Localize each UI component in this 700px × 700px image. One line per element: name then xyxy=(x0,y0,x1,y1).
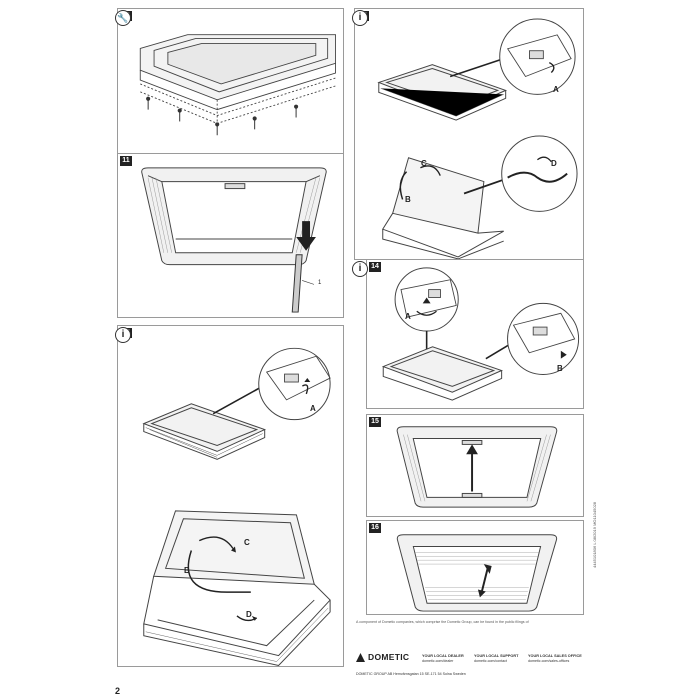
step-11-illustration xyxy=(141,167,327,313)
footer-sales: YOUR LOCAL SALES OFFICE dometic.com/sale… xyxy=(528,654,582,664)
step-15-illustration xyxy=(396,426,558,508)
sales-link[interactable]: dometic.com/sales-offices xyxy=(528,659,570,663)
dometic-logo-icon xyxy=(356,653,365,663)
step-10-illustration xyxy=(139,34,336,136)
footer-support: YOUR LOCAL SUPPORT dometic.com/contact xyxy=(474,654,518,664)
wrench-icon: 🔧 xyxy=(115,10,131,26)
document-code: 4445101806 L 08/2019 MO11045028 xyxy=(592,455,600,615)
page-number: 2 xyxy=(115,686,121,696)
marker-label: A xyxy=(405,312,411,321)
marker-label: A xyxy=(553,85,559,94)
step-number: 16 xyxy=(369,523,381,533)
marker-label: B xyxy=(405,195,411,204)
document-code-text: 4445101806 L 08/2019 MO11045028 xyxy=(592,501,597,569)
step-number: 14 xyxy=(369,262,381,272)
step-13-illustration xyxy=(377,18,578,259)
marker-label: B xyxy=(557,364,563,373)
brand-name: DOMETIC xyxy=(368,652,410,662)
marker-label: C xyxy=(244,538,250,547)
support-title: YOUR LOCAL SUPPORT xyxy=(474,654,519,658)
step-12-panel: 12 xyxy=(117,325,344,667)
footer-note: A component of Dometic companies, which … xyxy=(356,620,529,624)
footer: A component of Dometic companies, which … xyxy=(356,620,588,690)
step-14-illustration xyxy=(381,267,580,401)
step-12-illustration xyxy=(142,347,331,666)
step-14-panel: 14 A B xyxy=(366,259,584,409)
footer-dealer: YOUR LOCAL DEALER dometic.com/dealer xyxy=(422,654,464,664)
dealer-link[interactable]: dometic.com/dealer xyxy=(422,659,454,663)
step-11-panel: 11 1 xyxy=(117,153,344,318)
dealer-title: YOUR LOCAL DEALER xyxy=(422,654,464,658)
step-number: 11 xyxy=(120,156,132,166)
marker-label: D xyxy=(551,159,557,168)
step-16-panel: 16 xyxy=(366,520,584,615)
info-icon: i xyxy=(115,327,131,343)
step-13-panel: 13 A B C D xyxy=(354,8,584,260)
marker-label: D xyxy=(246,610,252,619)
marker-label: C xyxy=(421,159,427,168)
info-icon: i xyxy=(352,261,368,277)
step-15-panel: 15 xyxy=(366,414,584,517)
step-16-illustration xyxy=(396,534,558,612)
info-icon: i xyxy=(352,10,368,26)
company-address: DOMETIC GROUP AB Hemvärnsgatan 15 SE-171… xyxy=(356,672,466,676)
support-link[interactable]: dometic.com/contact xyxy=(474,659,507,663)
step-number: 15 xyxy=(369,417,381,427)
marker-label: B xyxy=(184,566,190,575)
marker-label: A xyxy=(310,404,316,413)
sales-title: YOUR LOCAL SALES OFFICE xyxy=(528,654,582,658)
part-label: 1 xyxy=(318,280,322,286)
step-10-panel: 10 xyxy=(117,8,344,154)
brand-logo: DOMETIC xyxy=(356,652,410,663)
